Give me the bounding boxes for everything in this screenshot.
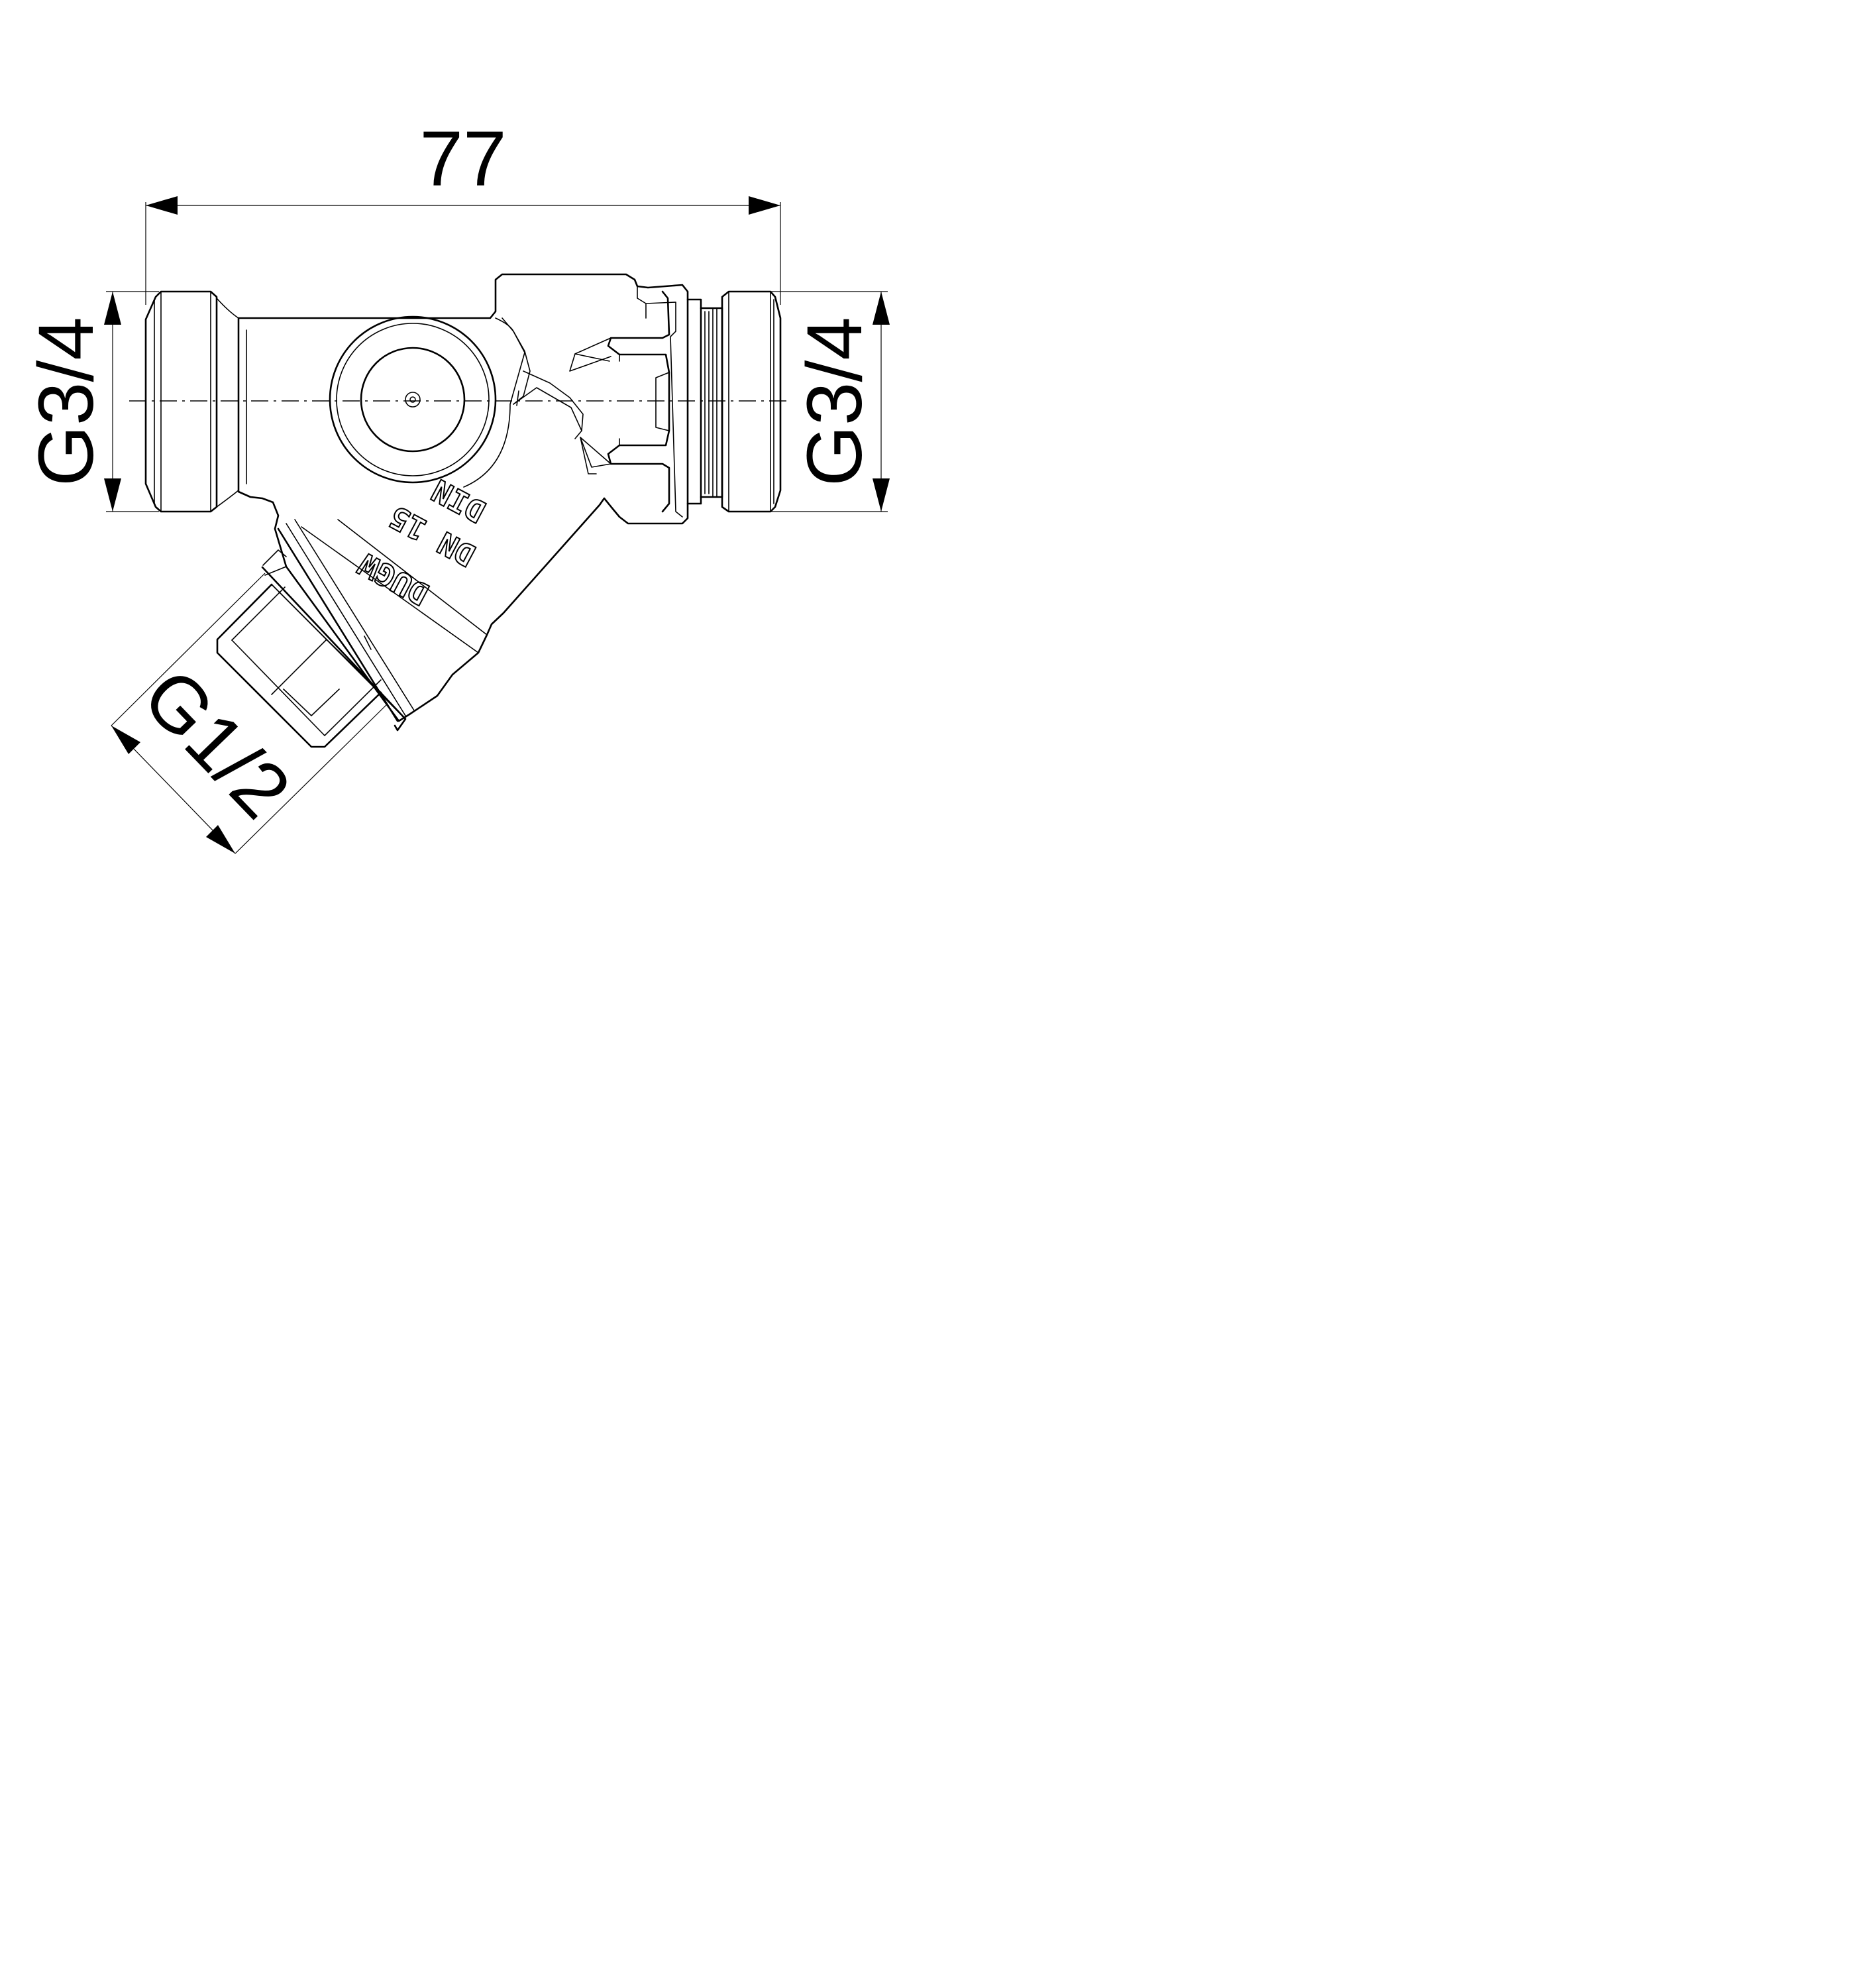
hex-plug [216,583,382,748]
technical-drawing: 77 G3/4 G3/4 G1/2 [23,115,890,854]
bonnet-detail [569,290,670,513]
left-connector [144,290,239,513]
right-thread-dimension: G3/4 [768,291,890,512]
arrow-up-icon [104,292,121,325]
overall-length-dimension: 77 [145,115,781,305]
arrow-diagonal-up-icon [111,726,140,754]
right-connector [721,290,782,513]
cap-link-detail [502,317,584,439]
left-thread-label: G3/4 [23,317,110,486]
arrow-diagonal-down-icon [206,825,235,854]
end-cap [329,315,497,484]
branch-thread-dimension: G1/2 [111,573,388,854]
valve-body: DIN DN 15 DUGW [144,273,782,748]
arrow-down-icon [873,478,890,512]
main-body-outline [237,273,689,722]
arrow-left-icon [146,196,178,215]
branch-thread-label: G1/2 [126,652,307,835]
overall-length-label: 77 [419,115,506,203]
left-thread-dimension: G3/4 [23,291,159,512]
arrow-up-icon [873,292,890,325]
body-marking: DIN DN 15 DUGW [352,472,492,613]
arrow-down-icon [104,478,121,512]
marking-dugw: DUGW [353,546,435,612]
right-thread-rings [686,298,723,505]
right-thread-label: G3/4 [791,317,878,486]
arrow-right-icon [749,196,780,215]
